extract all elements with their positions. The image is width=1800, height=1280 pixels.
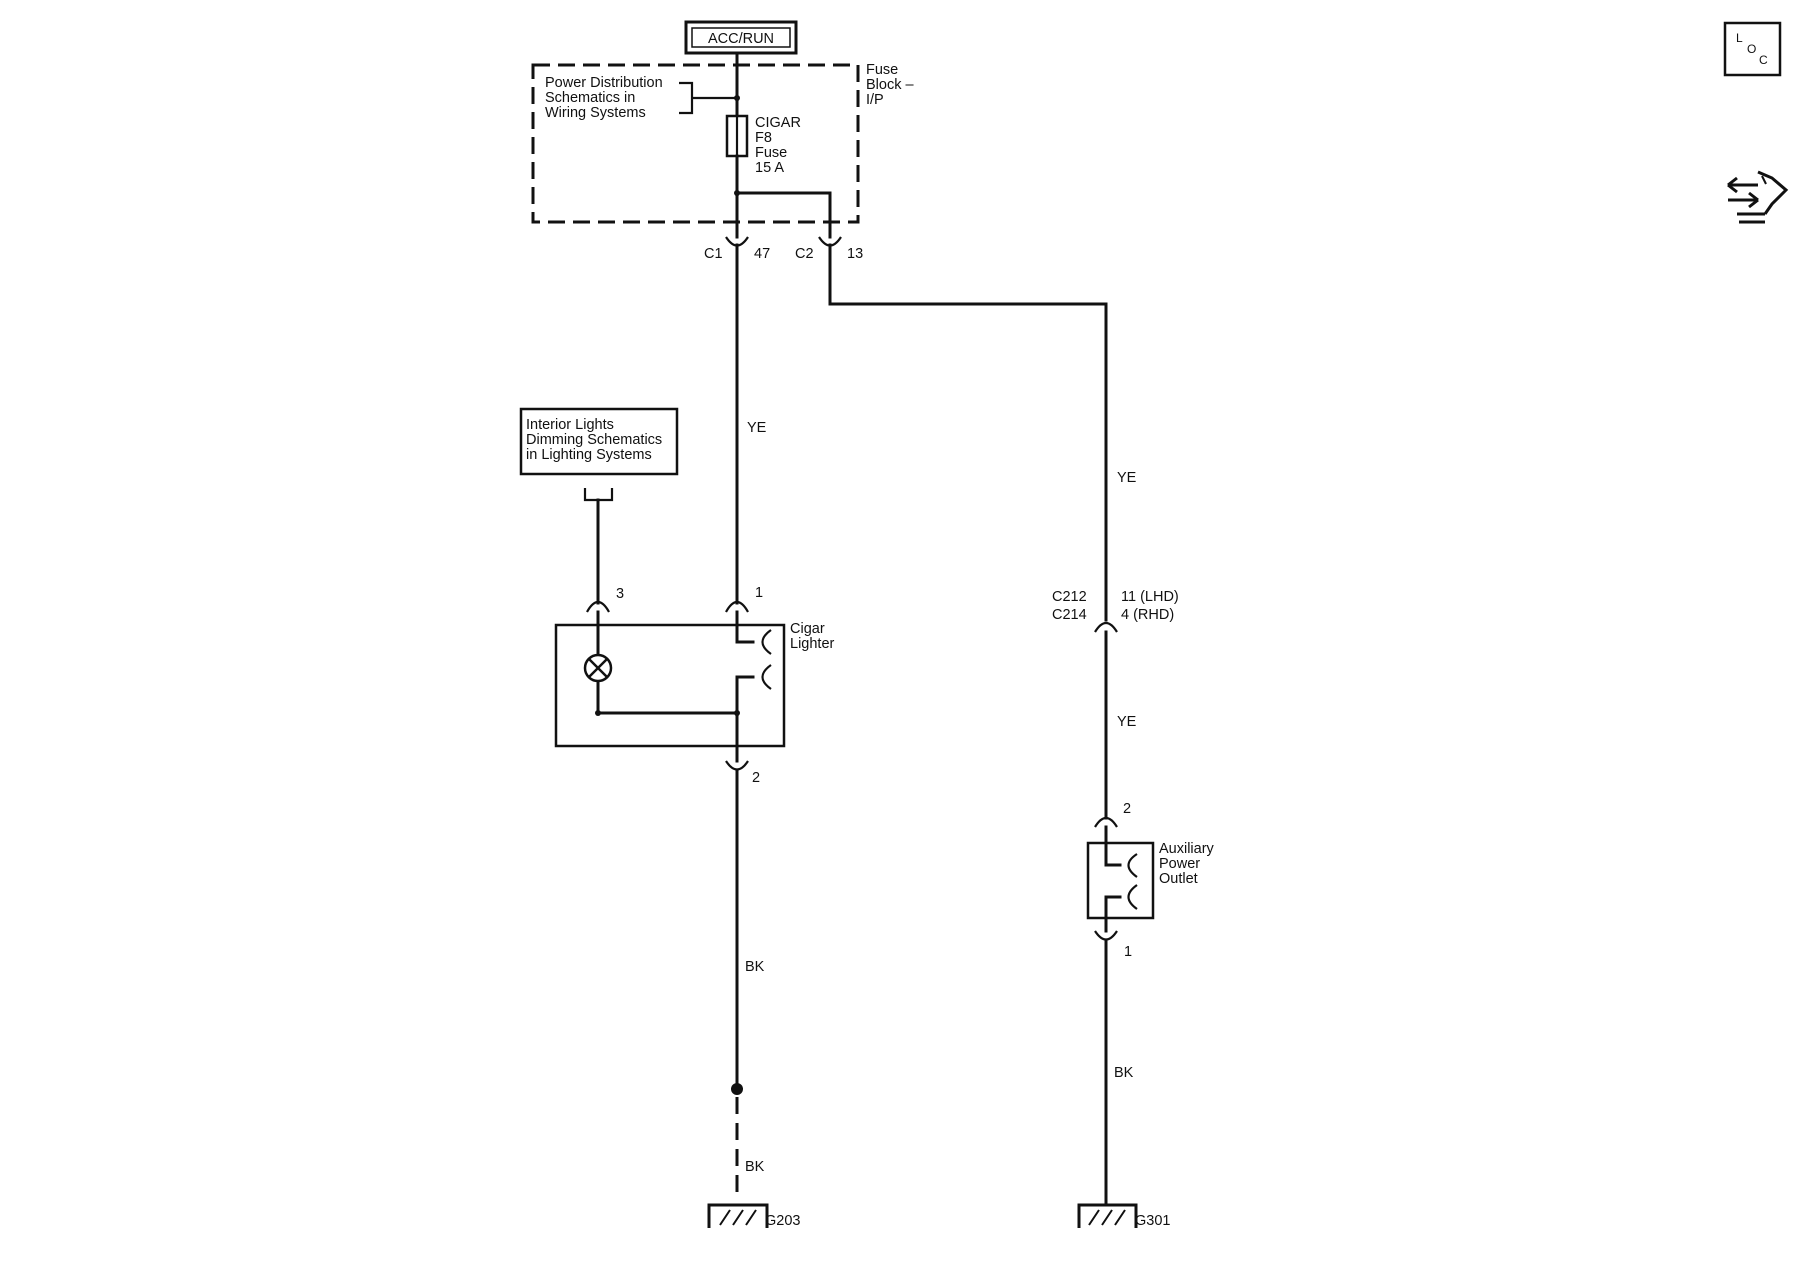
inline-connector-names: C212 C214: [1052, 589, 1091, 623]
ground-splice-dot: [731, 1083, 743, 1095]
aux-outlet-pin-2: 2: [1123, 801, 1131, 817]
splice-dot: [595, 710, 601, 716]
cigar-lighter-pin-2: 2: [752, 770, 760, 786]
aux-outlet-return-wire: [1104, 895, 1122, 933]
c2-branch-wire: [735, 191, 832, 239]
aux-outlet-internal-wire: [1104, 825, 1122, 867]
cigar-lighter-label: Cigar Lighter: [790, 621, 835, 652]
cigar-fuse-label: CIGAR F8 Fuse 15 A: [755, 115, 805, 176]
inline-connector-symbol: [1094, 621, 1118, 633]
lighter-element-wire: [735, 610, 755, 644]
lighter-contact-upper: [761, 629, 772, 655]
splice-dot: [734, 710, 740, 716]
cigar-ground-wire-color-lower: BK: [745, 1159, 765, 1175]
svg-text:C: C: [1759, 53, 1768, 67]
lamp-icon: [583, 653, 613, 683]
aux-outlet-pin-2-symbol: [1094, 816, 1118, 828]
cigar-lighter-box: [554, 623, 786, 748]
connector-c2-label: C2: [795, 246, 814, 262]
aux-outlet-contact-upper: [1127, 853, 1138, 878]
lighter-contact-lower: [761, 664, 772, 690]
fuse-block-label: Fuse Block – I/P: [866, 62, 918, 108]
ground-g203-icon: [707, 1203, 769, 1228]
aux-outlet-contact-lower: [1127, 884, 1138, 910]
connector-c1-label: C1: [704, 246, 723, 262]
cigar-lighter-pin-3-symbol: [586, 600, 610, 613]
dimming-reference-stub: [583, 488, 614, 502]
svg-text:O: O: [1747, 42, 1756, 56]
ground-g301-icon: [1077, 1203, 1138, 1228]
aux-outlet-box: [1086, 841, 1155, 920]
aux-feed-wire-color-lower: YE: [1117, 714, 1137, 730]
connector-c2-pin: 13: [847, 246, 863, 262]
cigar-lighter-pin-1-symbol: [725, 600, 749, 613]
power-source-box: ACC/RUN: [684, 20, 798, 55]
reference-bracket: [679, 81, 737, 115]
lighter-return-wire: [735, 675, 755, 763]
connector-c1-pin: 47: [754, 246, 770, 262]
dimming-reference-box: [519, 407, 679, 476]
aux-feed-wire-color-upper: YE: [1117, 470, 1137, 486]
cigar-lighter-pin-3: 3: [616, 586, 624, 602]
cigar-lighter-pin-1: 1: [755, 585, 763, 601]
ground-g301-label: G301: [1135, 1213, 1170, 1229]
power-distribution-reference: Power Distribution Schematics in Wiring …: [545, 75, 667, 121]
connector-view-icon[interactable]: [1727, 170, 1789, 224]
fuse-block-outline: [531, 63, 860, 224]
aux-outlet-label: Auxiliary Power Outlet: [1159, 841, 1218, 887]
aux-outlet-pin-1: 1: [1124, 944, 1132, 960]
dimming-reference-label: Interior Lights Dimming Schematics in Li…: [526, 417, 666, 463]
loc-icon[interactable]: L O C: [1723, 21, 1782, 77]
aux-feed-wire: [828, 243, 1108, 622]
svg-text:L: L: [1736, 31, 1743, 45]
cigar-feed-wire-color: YE: [747, 420, 767, 436]
ground-g203-label: G203: [765, 1213, 800, 1229]
cigar-ground-wire-color: BK: [745, 959, 765, 975]
inline-connector-pins: 11 (LHD) 4 (RHD): [1121, 589, 1183, 623]
aux-ground-wire-color: BK: [1114, 1065, 1134, 1081]
power-source-label: ACC/RUN: [708, 31, 774, 47]
